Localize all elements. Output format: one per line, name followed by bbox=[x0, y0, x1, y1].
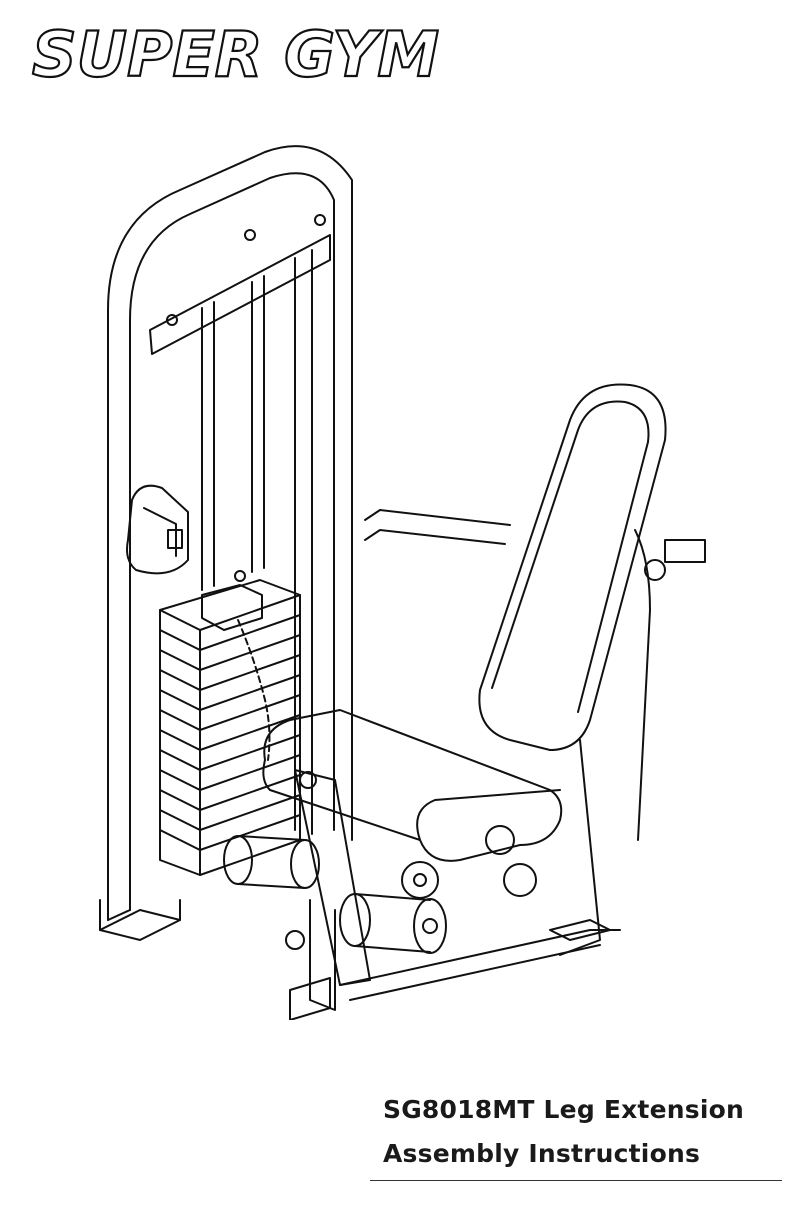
frame-upright bbox=[108, 146, 352, 920]
base-foot-left bbox=[100, 900, 180, 940]
document-subtitle: Assembly Instructions bbox=[383, 1132, 793, 1176]
rear-frame bbox=[365, 510, 510, 525]
brand-logo: SUPER GYM bbox=[28, 18, 488, 88]
adjustment-knob bbox=[286, 931, 304, 949]
top-weight-plate bbox=[202, 585, 262, 630]
document-title-block: SG8018MT Leg Extension Assembly Instruct… bbox=[383, 1088, 793, 1176]
lower-frame bbox=[310, 900, 335, 1010]
weight-stack bbox=[160, 580, 300, 875]
brand-logo-text: SUPER GYM bbox=[32, 18, 439, 88]
back-pad bbox=[479, 384, 665, 750]
leg-extension-machine-illustration bbox=[90, 140, 730, 1020]
seat-pad bbox=[263, 710, 561, 861]
cable bbox=[238, 620, 269, 760]
top-plate bbox=[150, 235, 330, 354]
title-underline bbox=[370, 1180, 782, 1181]
document-title: SG8018MT Leg Extension bbox=[383, 1088, 793, 1132]
